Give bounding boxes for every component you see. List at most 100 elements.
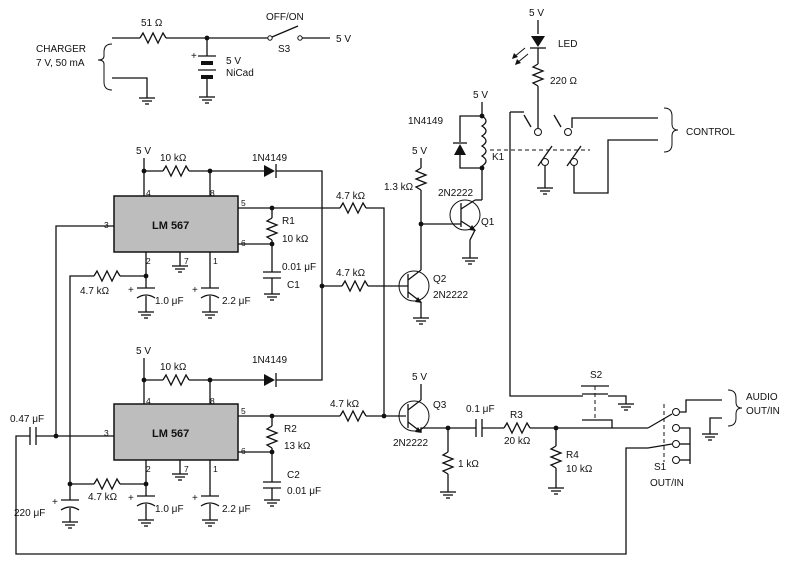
q3-emitter-arrow [415, 427, 422, 433]
charger-rating-label: 7 V, 50 mA [36, 58, 85, 69]
resistor-r1-label: R1 [282, 216, 295, 227]
pin-label: 5 [241, 198, 246, 208]
capacitor-c1-label: C1 [287, 280, 300, 291]
diode-1-label: 1N4149 [252, 153, 287, 164]
capacitor-1uF-label: 1.0 μF [155, 504, 184, 515]
resistor-4-7k-label: 4.7 kΩ [330, 399, 360, 410]
resistor-4-7k-label: 4.7 kΩ [336, 268, 366, 279]
battery-voltage-label: 5 V [226, 56, 241, 67]
q3-section: 5 V Q3 2N2222 1 kΩ 0.1 μF R3 20 kΩ R4 10… [393, 370, 780, 499]
pin-label: 8 [210, 188, 215, 198]
resistor-220-ohm [531, 63, 545, 87]
resistor-4-7k [93, 269, 121, 283]
transistor-q1 [449, 199, 481, 231]
ground-symbol [172, 473, 188, 481]
resistor-r3 [503, 421, 531, 435]
ground-symbol [548, 487, 564, 495]
diode-1n4149-icon [264, 374, 275, 386]
resistor-10k-label: 10 kΩ [160, 362, 187, 373]
relay-contact [564, 128, 572, 136]
coil-supply-label: 5 V [473, 90, 488, 101]
resistor-4-7k-label: 4.7 kΩ [336, 191, 366, 202]
capacitor-curved-plate [200, 294, 220, 299]
pin-label: 2 [146, 464, 151, 474]
pin-label: 4 [146, 188, 151, 198]
capacitor-047-label: 0.47 μF [10, 414, 44, 425]
resistor-1k-label: 1 kΩ [458, 459, 479, 470]
resistor-r3-value: 20 kΩ [504, 436, 531, 447]
charger-return-wire [112, 77, 148, 98]
q2-section: Q2 2N2222 [368, 269, 468, 325]
resistor-r4-value: 10 kΩ [566, 464, 593, 475]
resistor-4-7k [341, 279, 369, 293]
relay-contact-arm [566, 145, 582, 167]
charger-section: CHARGER 7 V, 50 mA 51 Ω + 5 V NiCad OFF/… [36, 12, 351, 105]
switch-s3-offon-label: OFF/ON [266, 12, 304, 23]
resistor-10k [162, 373, 190, 387]
junction-dot [53, 433, 59, 439]
audio-brace [727, 389, 743, 427]
q2-type-label: 2N2222 [433, 290, 468, 301]
relay-contact-arm [553, 114, 562, 128]
q3-base-feed-wire [366, 207, 385, 414]
pin2-link-wire [69, 275, 94, 500]
ground-symbol [618, 403, 634, 411]
pin-label: 4 [146, 396, 151, 406]
switch-s1-outin-label: OUT/IN [650, 478, 684, 489]
ground-symbol [702, 433, 718, 441]
resistor-r2-value: 13 kΩ [284, 441, 311, 452]
resistor-4-7k [93, 477, 121, 491]
switch-s3-lever[interactable] [271, 25, 299, 38]
ground-symbol [202, 519, 218, 527]
resistor-1k [441, 451, 455, 475]
capacitor-2-2uF-label: 2.2 μF [222, 504, 251, 515]
q1-emitter-arrow [469, 225, 476, 231]
switch-s1-contact [672, 408, 680, 416]
ic-1-label: LM 567 [152, 220, 189, 232]
resistor-r2 [265, 425, 279, 449]
switch-s3-label: S3 [278, 44, 291, 55]
resistor-10k-label: 10 kΩ [160, 153, 187, 164]
pin-label: 5 [241, 406, 246, 416]
resistor-r1-value: 10 kΩ [282, 234, 309, 245]
s1-bridge-wire [680, 427, 691, 464]
resistor-1-3k [414, 167, 428, 191]
control-label: CONTROL [686, 127, 735, 138]
resistor-r4 [549, 445, 563, 469]
audio-feedback-wire [15, 435, 648, 555]
ground-symbol [537, 187, 553, 195]
resistor-r3-label: R3 [510, 410, 523, 421]
switch-s1-lever[interactable] [647, 443, 673, 449]
s2-ground-wire [608, 395, 627, 404]
s2-wire [608, 419, 613, 428]
ground-symbol [138, 519, 154, 527]
resistor-220-ohm-label: 220 Ω [550, 76, 577, 87]
q1-emitter-wire [469, 229, 476, 258]
capacitor-curved-plate [60, 506, 80, 511]
ground-symbol [202, 311, 218, 319]
switch-s1-lever[interactable] [647, 413, 673, 429]
switch-s1-label: S1 [654, 462, 667, 473]
diode-1n4149-icon [454, 144, 466, 155]
diode-wire [459, 155, 482, 169]
capacitor-curved-plate [136, 294, 156, 299]
switch-s1-contact [672, 456, 680, 464]
relay-k1-label: K1 [492, 152, 505, 163]
capacitor-1uF-label: 1.0 μF [155, 296, 184, 307]
relay-section: 5 V LED 220 Ω CONTROL [490, 8, 735, 397]
ic2-supply-label: 5 V [136, 346, 151, 357]
pin3-wire [55, 225, 114, 436]
switch-s2-label: S2 [590, 370, 603, 381]
q2-collector [407, 269, 422, 281]
pin-label: 7 [184, 256, 189, 266]
ic1-supply-label: 5 V [136, 146, 151, 157]
ground-symbol [264, 499, 280, 507]
capacitor-curved-plate [136, 502, 156, 507]
junction-dot [67, 481, 73, 487]
transistor-q3 [398, 400, 430, 432]
ground-symbol [462, 257, 478, 265]
cap-plus-sign: + [128, 285, 134, 296]
battery-cell-plate [201, 61, 213, 65]
pin-label: 3 [104, 220, 109, 230]
light-ray-arrow-head [512, 53, 518, 59]
